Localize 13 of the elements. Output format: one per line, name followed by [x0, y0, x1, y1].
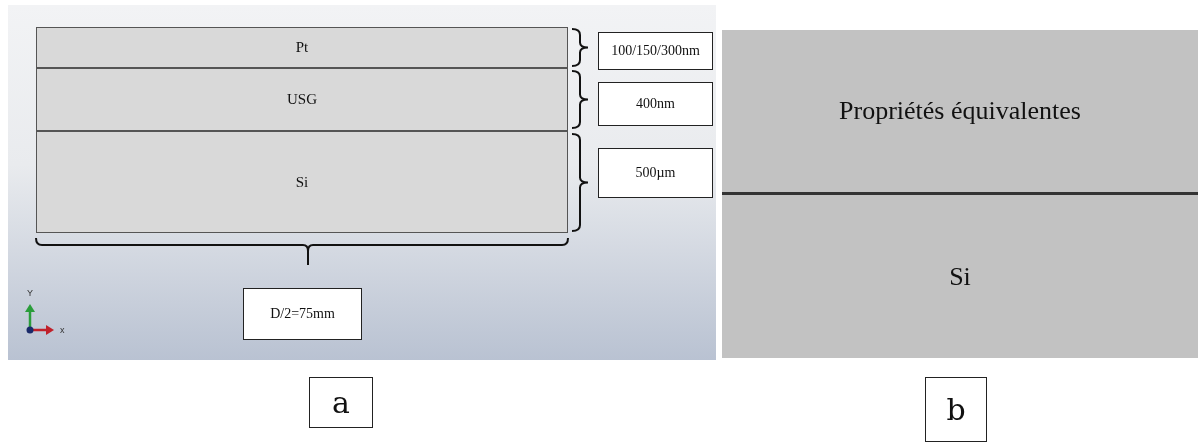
panel-label-box: b	[925, 377, 987, 442]
panel-background	[722, 30, 1198, 358]
dimension-box: 400nm	[598, 82, 713, 126]
dimension-box: 100/150/300nm	[598, 32, 713, 70]
layer-box: Si	[36, 131, 568, 233]
dimension-box: 500µm	[598, 148, 713, 198]
layer-box: Pt	[36, 27, 568, 68]
panel-label-box: a	[309, 377, 373, 428]
axis-label: Y	[27, 288, 33, 298]
dimension-box: D/2=75mm	[243, 288, 362, 340]
panel-background	[8, 5, 716, 360]
layer-box: USG	[36, 68, 568, 131]
axis-label: x	[60, 325, 65, 335]
